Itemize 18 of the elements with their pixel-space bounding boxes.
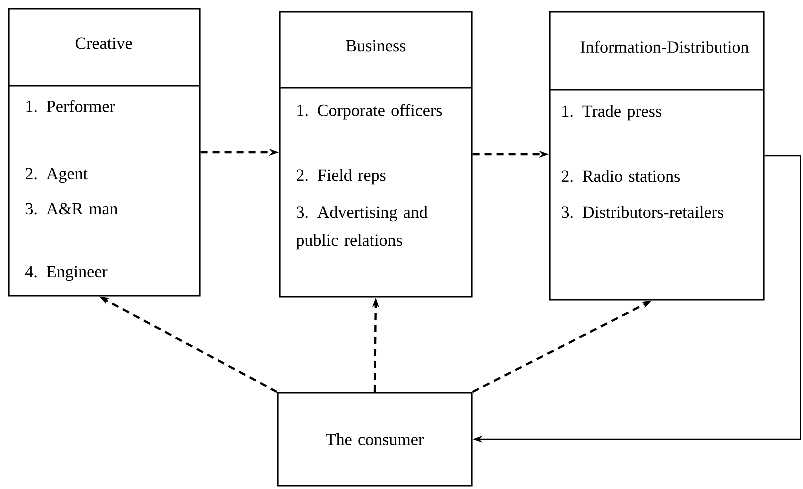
list-item: 1. Corporate officers — [298, 104, 442, 120]
box-heading: The consumer — [326, 434, 424, 446]
list-item: 4. Engineer — [26, 266, 108, 282]
list-item: 1. Performer — [26, 100, 116, 112]
list-item: 3. Advertising and public relations — [296, 206, 428, 250]
box-heading: Information-Distribution — [580, 40, 749, 54]
list-item: 2. Field reps — [296, 169, 386, 185]
box-heading: Business — [346, 40, 406, 52]
list-item: 1. Trade press — [562, 105, 662, 121]
box — [277, 392, 473, 487]
list-item: 2. Radio stations — [562, 170, 680, 182]
box — [549, 11, 765, 301]
box — [8, 8, 201, 297]
list-item: 2. Agent — [26, 168, 88, 184]
list-item: 3. A&R man — [26, 203, 118, 215]
box — [279, 11, 473, 298]
list-item: 3. Distributors-retailers — [562, 206, 724, 218]
box-heading: Creative — [76, 38, 132, 50]
